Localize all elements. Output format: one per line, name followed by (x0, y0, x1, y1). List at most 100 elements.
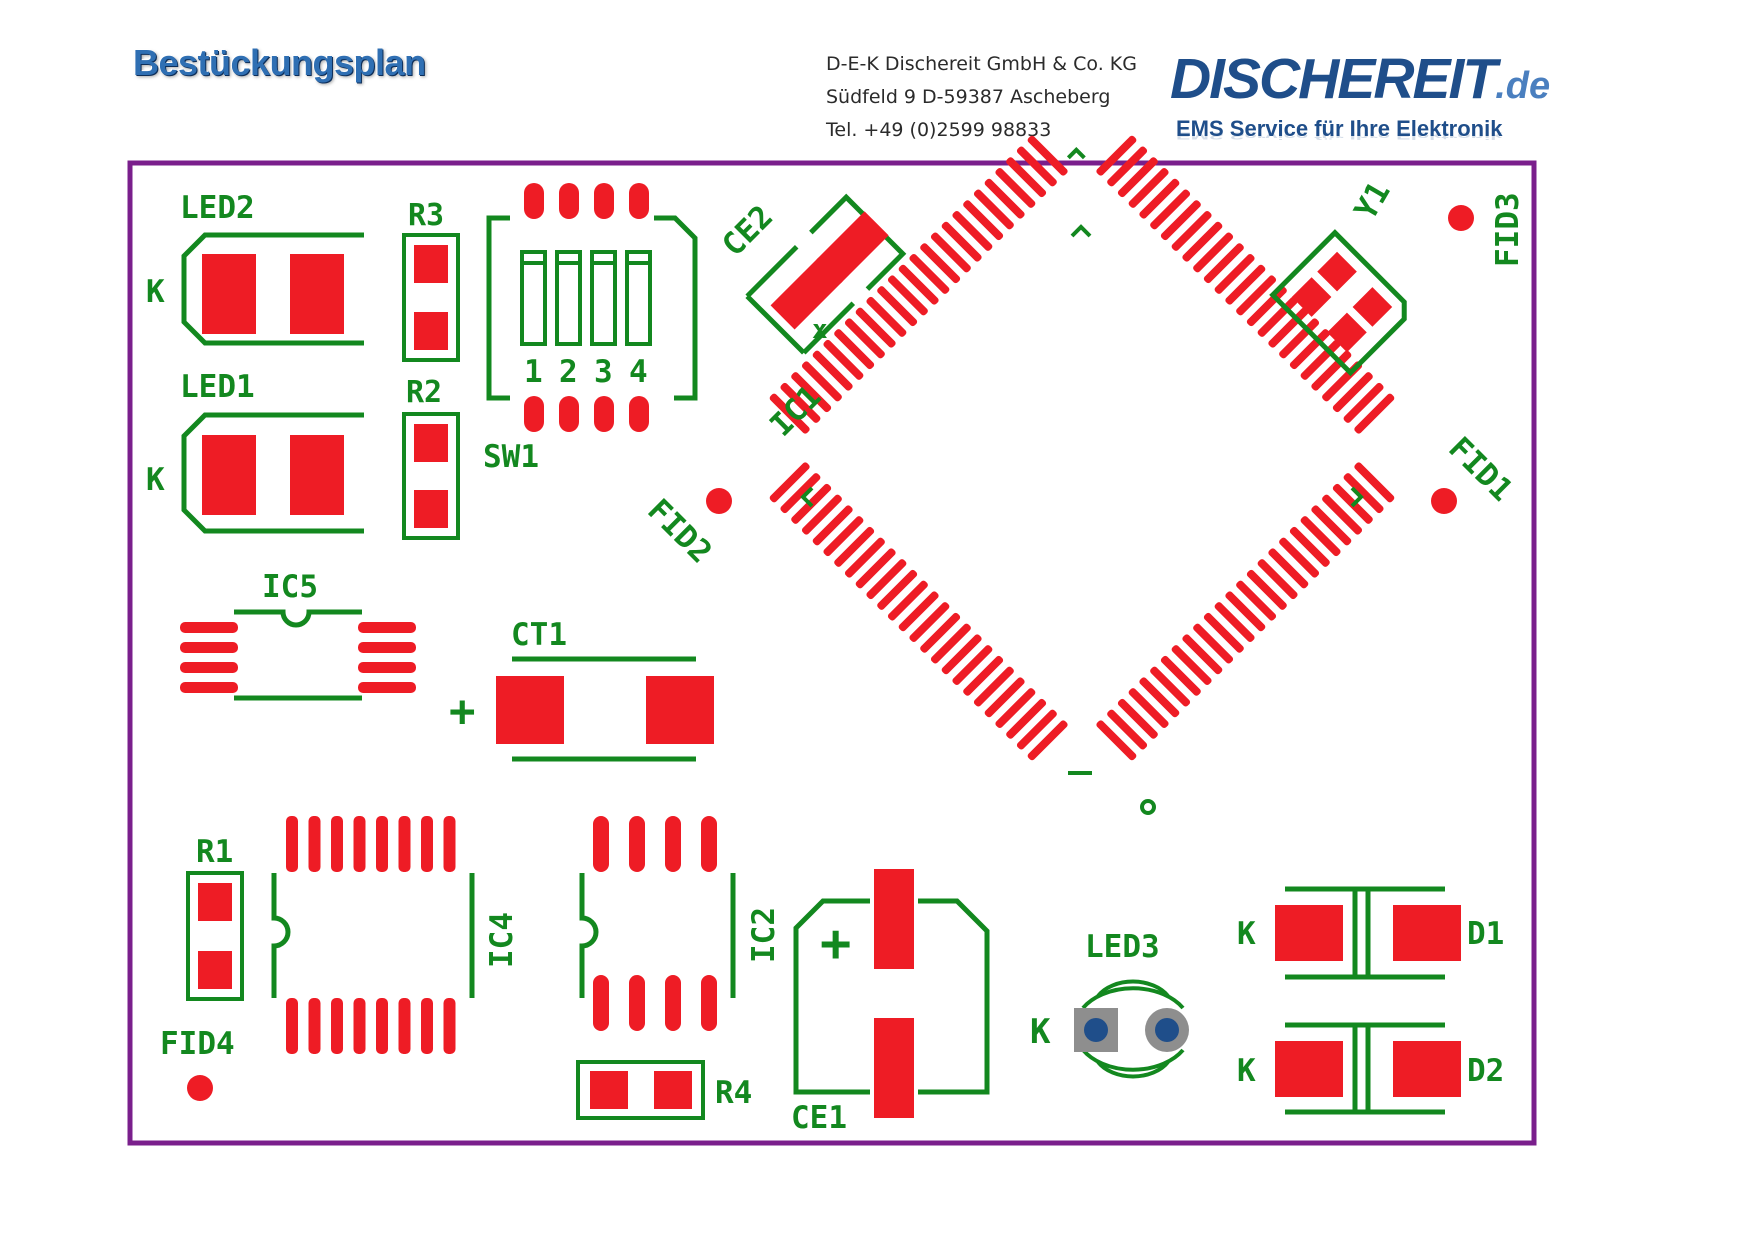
ic1-pin (1117, 157, 1158, 198)
ic1-pin (1006, 157, 1047, 198)
ic1-pin (1193, 623, 1234, 664)
ic1-pin (812, 350, 853, 391)
board-outline (127, 160, 1537, 1146)
r1-label: R1 (196, 834, 233, 870)
company-logo: DISCHEREIT.de EMS Service für Ihre Elekt… (1170, 48, 1570, 148)
ic1-pin (866, 559, 907, 600)
ic1-pins-bottom (769, 462, 1068, 761)
r2-label: R2 (406, 375, 442, 410)
ic1-pin (1160, 200, 1201, 241)
sw1-switch-4: 4 (629, 354, 648, 390)
ic1-corner-left (800, 486, 814, 508)
ic1-pins-right (1096, 462, 1395, 761)
ic4-pin (308, 816, 321, 872)
ic1-pin (1311, 505, 1352, 546)
ic1-pin (887, 275, 928, 316)
led1-label: LED1 (180, 369, 255, 405)
ic1-pin (1289, 526, 1330, 567)
ic4-pin (443, 816, 456, 872)
logo-brand-name: DISCHEREIT (1170, 47, 1497, 111)
ic1-pin (941, 634, 982, 675)
ic1-pin (909, 253, 950, 294)
ic1-corner-right (1350, 486, 1364, 508)
ic2-pins (593, 816, 717, 1031)
sw1-switch-1: 1 (524, 354, 543, 390)
ic4-pin (376, 816, 388, 872)
sw1-switch-2: 2 (559, 354, 578, 390)
d2-footprint (1275, 1022, 1461, 1115)
ic2-pin (701, 816, 717, 872)
led2-label: LED2 (180, 190, 255, 226)
ic4-label: IC4 (484, 912, 520, 968)
ic1-pin (930, 232, 971, 273)
ic1-pin (780, 473, 821, 514)
ce1-footprint (793, 869, 990, 1118)
ic1-pin (1214, 602, 1255, 643)
ic1-label: IC1 (763, 379, 828, 444)
r4-footprint (576, 1060, 705, 1120)
ic4-pin (398, 816, 411, 872)
led3-cathode-marker: K (1030, 1012, 1051, 1052)
ic1-pin (1225, 264, 1266, 305)
ic4-pin (421, 998, 433, 1054)
ic1-footprint (769, 135, 1395, 761)
ce1-label: CE1 (791, 1100, 847, 1136)
ic1-pin (984, 677, 1025, 718)
led3-label: LED3 (1085, 929, 1160, 965)
ic1-pin (1160, 655, 1201, 696)
led3-drill-1 (1084, 1018, 1108, 1042)
ic1-pin (1096, 720, 1137, 761)
ic1-pin (791, 372, 832, 413)
ic4-pin (353, 816, 366, 872)
ct1-plus-marker: + (449, 686, 476, 737)
sw1-footprint (486, 183, 698, 432)
ic1-pin (834, 329, 875, 370)
ic5-footprint (180, 609, 416, 701)
ic1-pin (1268, 548, 1309, 589)
ic2-pin (629, 975, 645, 1031)
ic1-pin (1354, 393, 1395, 434)
ic4-pin (286, 998, 298, 1054)
ic1-pin (1203, 243, 1244, 284)
ic1-pin (930, 623, 971, 664)
ic1-pin (769, 462, 810, 503)
ic1-pin (984, 178, 1025, 219)
sw1-switch-3: 3 (594, 354, 613, 390)
led2-footprint (181, 232, 364, 346)
y1-label: Y1 (1348, 176, 1398, 226)
led2-cathode-marker: K (146, 274, 165, 310)
led3-footprint (1074, 979, 1189, 1079)
ic1-pin (1236, 580, 1277, 621)
ic1-pin (1027, 720, 1068, 761)
r3-label: R3 (408, 198, 444, 233)
ic2-pin (593, 816, 609, 872)
ic1-pin (1128, 167, 1169, 208)
d1-label: D1 (1467, 916, 1504, 952)
ic1-pin (973, 189, 1014, 230)
ic1-pin (1236, 275, 1277, 316)
ct1-label: CT1 (511, 617, 567, 653)
logo-tld: .de (1495, 65, 1551, 107)
ic1-pin (823, 339, 864, 380)
ic1-pin (866, 296, 907, 337)
ic1-pin (963, 200, 1004, 241)
ic1-pin (1006, 698, 1047, 739)
led3-drill-2 (1155, 1018, 1179, 1042)
ic2-pin (665, 816, 681, 872)
fid2-dot (706, 488, 732, 514)
ic4-footprint (271, 816, 475, 1054)
ic1-pin (1117, 698, 1158, 739)
logo-brand: DISCHEREIT.de (1170, 48, 1570, 117)
ic4-pins (286, 816, 456, 1054)
led1-cathode-marker: K (146, 462, 165, 498)
ic4-pin (308, 998, 321, 1054)
page-title: Bestückungsplan (133, 42, 426, 83)
ic2-pin (665, 975, 681, 1031)
ic1-pin1-dot (1140, 799, 1156, 815)
ic1-pin (1096, 135, 1137, 176)
ic1-pin (1322, 494, 1363, 535)
ic4-pin (331, 998, 343, 1054)
ic1-pin (941, 221, 982, 262)
ic1-pin (844, 318, 885, 359)
